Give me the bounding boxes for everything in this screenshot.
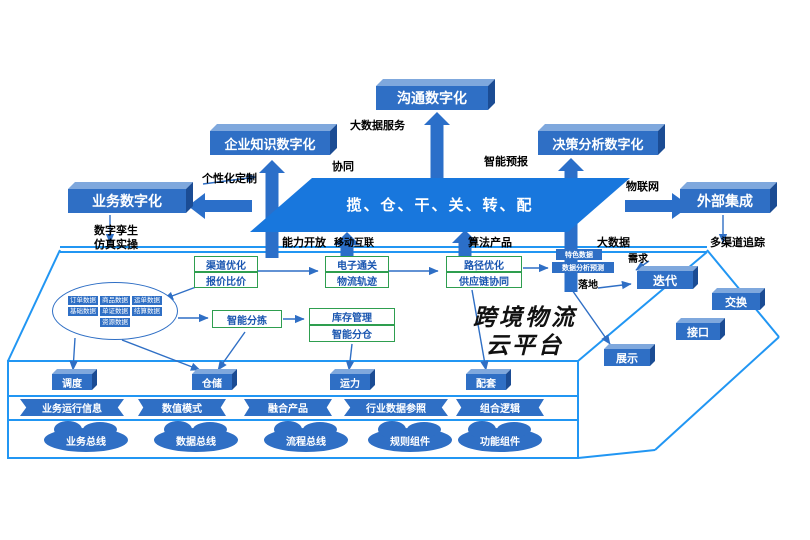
label-demand: 需求 <box>628 254 648 265</box>
cloud-data-bus: 数据总线 <box>154 421 238 452</box>
ellipse-chip: 基础数据 <box>68 306 98 316</box>
mid-box-supply-chain: 供应链协同 <box>446 272 522 288</box>
label-mobile-internet: 移动互联 <box>334 238 374 249</box>
label-big-data-service: 大数据服务 <box>350 120 405 132</box>
ellipse-chip: 订单数据 <box>68 295 98 305</box>
core-band-shape <box>250 178 630 232</box>
top-box-knowledge: 企业知识数字化 <box>210 131 330 155</box>
label-smart-forecast: 智能预报 <box>484 156 528 168</box>
right-box-display: 展示 <box>604 349 650 366</box>
mid-box-route-opt: 路径优化 <box>446 256 522 272</box>
mid-box-channel-opt: 渠道优化 <box>194 256 258 272</box>
platform-outline <box>7 246 780 459</box>
right-box-interface: 接口 <box>676 323 720 340</box>
arrow-left-business <box>188 193 252 219</box>
cloud-process-bus: 流程总线 <box>264 421 348 452</box>
cloud-label: 规则组件 <box>390 436 430 448</box>
banner-business-runtime-info: 业务运行信息 <box>20 399 124 416</box>
ellipse-chip: 资源数据 <box>100 317 130 327</box>
cloud-business-bus: 业务总线 <box>44 421 128 452</box>
top-box-communication: 沟通数字化 <box>376 86 488 110</box>
banner-fusion-product: 融合产品 <box>244 399 332 416</box>
platform-title-line1: 跨境物流 <box>473 304 577 330</box>
label-landing: 落地 <box>578 280 598 291</box>
core-band-label: 揽、仓、干、关、转、配 <box>346 197 534 214</box>
arrow-up-mobile <box>334 232 360 263</box>
mid-box-smart-sorting: 智能分拣 <box>212 310 282 328</box>
label-collaboration: 协同 <box>332 161 354 173</box>
mid-box-smart-warehouse: 智能分仓 <box>309 325 395 342</box>
label-digital-twin: 数字孪生 <box>94 225 138 237</box>
platform-node-dispatch: 调度 <box>52 374 92 390</box>
label-algorithm-product: 算法产品 <box>468 237 512 249</box>
ellipse-chip: 单证数据 <box>100 306 130 316</box>
cloud-label: 功能组件 <box>480 436 520 448</box>
label-iot: 物联网 <box>626 181 659 193</box>
arrow-up-algorithm <box>452 230 478 260</box>
connector-lines <box>69 174 728 371</box>
ellipse-chip: 运单数据 <box>132 295 162 305</box>
mid-box-e-customs: 电子通关 <box>325 256 389 272</box>
platform-title: 跨境物流 云平台 <box>440 303 610 359</box>
ellipse-chip: 结算数据 <box>132 306 162 316</box>
arrow-up-knowledge <box>259 160 285 258</box>
banner-industry-data-reference: 行业数据参照 <box>344 399 448 416</box>
label-capability-open: 能力开放 <box>282 237 326 249</box>
platform-node-support: 配套 <box>466 374 506 390</box>
top-box-decision: 决策分析数字化 <box>538 131 658 155</box>
chip-feature-data: 特色数据 <box>556 249 602 260</box>
banner-numeric-model: 数值模式 <box>138 399 226 416</box>
label-multi-channel-tracking: 多渠道追踪 <box>710 237 765 249</box>
label-simulation: 仿真实操 <box>94 239 138 251</box>
platform-node-capacity: 运力 <box>330 374 370 390</box>
platform-node-warehouse: 仓储 <box>192 374 232 390</box>
banner-combination-logic: 组合逻辑 <box>456 399 544 416</box>
top-box-external: 外部集成 <box>680 189 770 213</box>
arrow-right-external <box>625 193 690 219</box>
mid-box-inventory-mgmt: 库存管理 <box>309 308 395 325</box>
cloud-label: 业务总线 <box>66 436 106 448</box>
top-box-business: 业务数字化 <box>68 189 186 213</box>
cloud-function-component: 功能组件 <box>458 421 542 452</box>
arrow-up-communication <box>424 112 450 198</box>
cloud-rule-component: 规则组件 <box>368 421 452 452</box>
cloud-label: 流程总线 <box>286 436 326 448</box>
mid-box-logistics-track: 物流轨迹 <box>325 272 389 288</box>
right-box-exchange: 交换 <box>712 293 760 310</box>
chip-data-analysis: 数据分析预测 <box>552 262 614 273</box>
platform-title-line2: 云平台 <box>486 332 564 358</box>
mid-box-iteration: 迭代 <box>637 271 693 289</box>
ellipse-chip: 商品数据 <box>100 295 130 305</box>
cloud-label: 数据总线 <box>176 436 216 448</box>
mid-box-quote-compare: 报价比价 <box>194 272 258 288</box>
label-big-data: 大数据 <box>597 237 630 249</box>
label-personalized: 个性化定制 <box>202 173 257 185</box>
data-source-ellipse: 订单数据 商品数据 运单数据 基础数据 单证数据 结算数据 资源数据 <box>52 282 178 340</box>
